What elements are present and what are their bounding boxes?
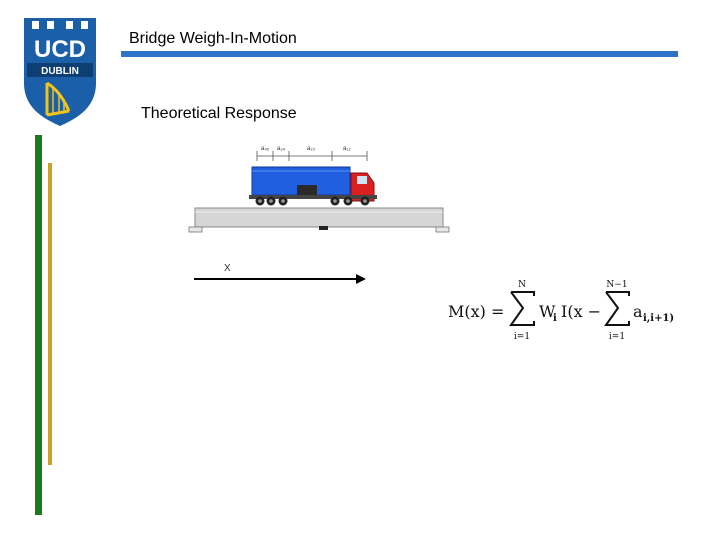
accent-bar-green: [35, 135, 42, 515]
spacing-label-a45: a₄₅: [261, 146, 270, 152]
axle-spacing-dimensions: [256, 151, 368, 161]
term-a-subscript: i,i+1): [643, 313, 674, 324]
ucd-logo: UCD DUBLIN: [24, 18, 96, 126]
term-influence: I(x −: [561, 302, 601, 321]
sum1-sigma-icon: [509, 291, 535, 326]
sum2-upper: N−1: [606, 280, 627, 290]
section-subtitle: Theoretical Response: [141, 105, 297, 122]
title-underline-bar: [121, 51, 678, 57]
sum1-upper: N: [518, 280, 526, 290]
term-a: a: [633, 302, 643, 321]
logo-ucd-text: UCD: [34, 36, 86, 63]
spacing-label-a23: a₂₃: [307, 146, 316, 152]
logo-dublin-text: DUBLIN: [41, 66, 79, 77]
term-w: W: [539, 302, 556, 321]
strain-sensor: [319, 226, 328, 230]
formula-lhs: M(x) =: [448, 302, 504, 321]
bridge-deck: [194, 207, 444, 228]
term-w-subscript: i: [553, 313, 557, 324]
harp-icon: [45, 81, 71, 117]
right-support: [435, 226, 450, 233]
sum2-sigma-icon: [604, 291, 630, 326]
bridge-truck-diagram: a₄₅ a₃₄ a₂₃ a₁₂: [188, 146, 450, 233]
truck-icon: [249, 166, 377, 206]
left-support: [188, 226, 203, 233]
moment-formula: M(x) = N i=1 W i I(x − N−1 i=1 a i,i+1): [448, 280, 674, 342]
sum1-lower: i=1: [514, 332, 530, 342]
spacing-label-a12: a₁₂: [343, 146, 351, 152]
sum2-lower: i=1: [609, 332, 625, 342]
spacing-label-a34: a₃₄: [277, 146, 286, 152]
x-axis-label: X: [224, 263, 231, 274]
slide-title: Bridge Weigh-In-Motion: [129, 30, 297, 47]
x-direction-arrow: [194, 274, 366, 284]
accent-bar-gold: [48, 163, 52, 465]
